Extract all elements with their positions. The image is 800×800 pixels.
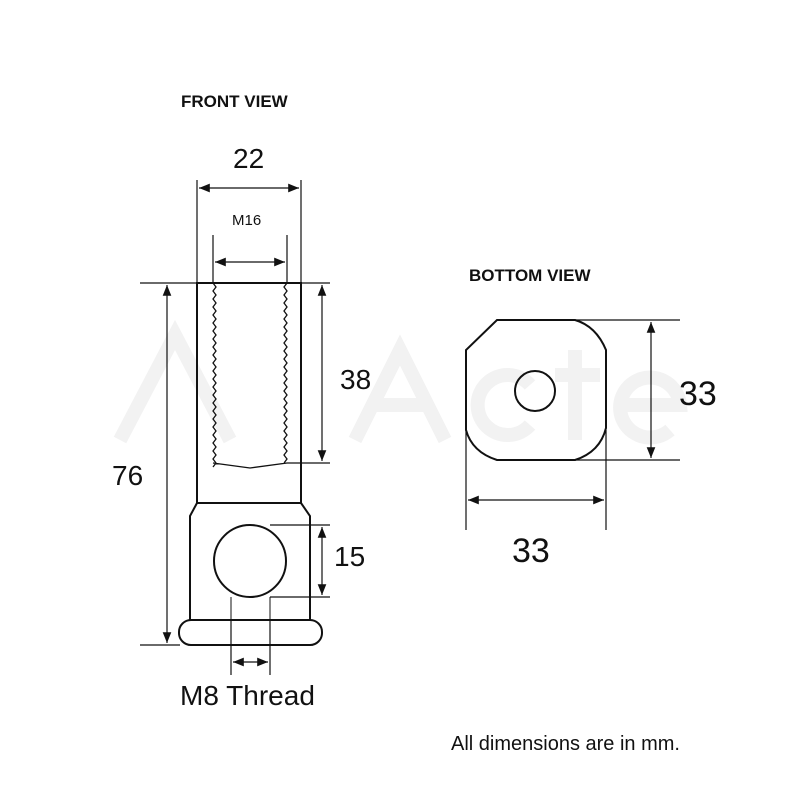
front-dimensions: [140, 180, 330, 675]
bottom-outline: [465, 319, 607, 461]
watermark-logo: [113, 319, 688, 445]
dim-bottom-width-33: 33: [512, 532, 550, 570]
bottom-hole: [514, 370, 556, 412]
m8-thread: [230, 597, 271, 620]
dim-bottom-height-33: 33: [679, 375, 717, 413]
units-note: All dimensions are in mm.: [451, 733, 680, 755]
front-view-title: FRONT VIEW: [181, 92, 288, 111]
cross-hole: [213, 524, 287, 598]
bottom-view-drawing: [465, 319, 607, 461]
dim-m8-thread: M8 Thread: [180, 680, 315, 711]
bottom-view-title: BOTTOM VIEW: [469, 266, 591, 285]
front-flange: [178, 619, 323, 646]
front-body-lower: [189, 502, 311, 620]
bottom-dimensions: [465, 319, 680, 530]
dim-depth-38: 38: [340, 364, 372, 395]
dim-height-76: 76: [112, 460, 144, 491]
dim-width-22: 22: [233, 143, 265, 174]
dim-hole-15: 15: [334, 541, 366, 572]
internal-thread: [212, 282, 288, 469]
dim-thread-m16: M16: [232, 212, 262, 229]
front-view-drawing: [178, 282, 323, 646]
